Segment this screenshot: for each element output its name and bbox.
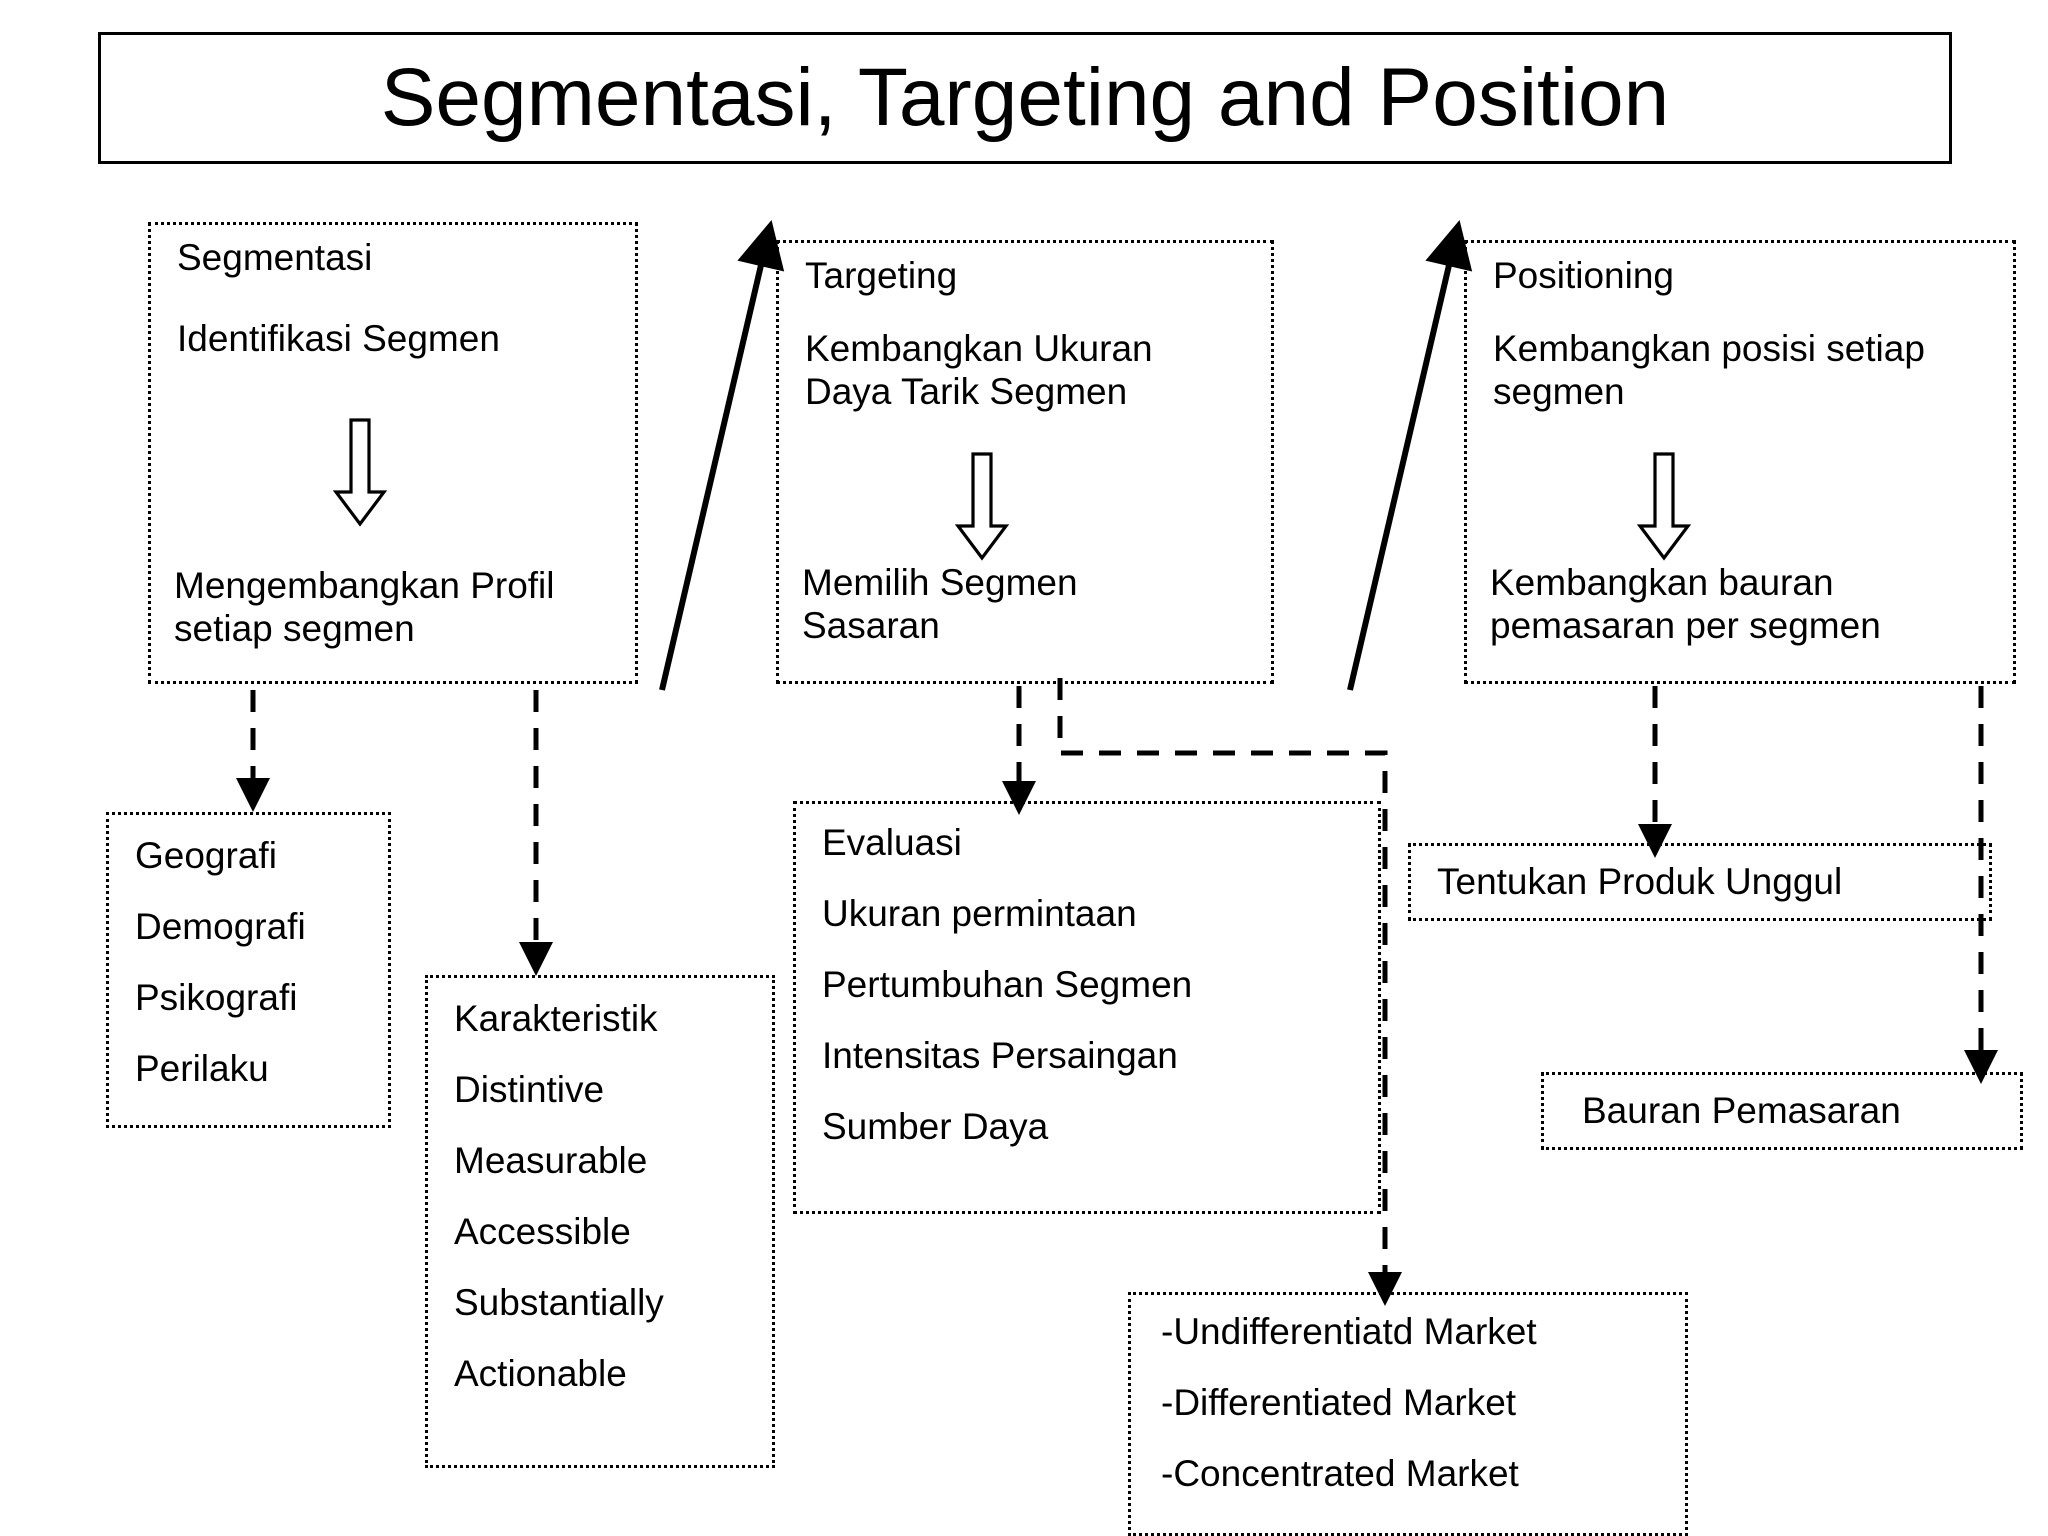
produk-unggul-box: Tentukan Produk Unggul: [1408, 843, 1992, 921]
targeting-memilih-text: Memilih Segmen Sasaran: [802, 562, 1272, 648]
evaluasi-box: Evaluasi Ukuran permintaan Pertumbuhan S…: [793, 801, 1381, 1214]
list-item: -Differentiated Market: [1161, 1382, 1517, 1423]
segmentasi-heading: Segmentasi: [177, 237, 373, 278]
segmentasi-profile-text: Mengembangkan Profil setiap segmen: [174, 565, 644, 651]
positioning-line-posisi-1: Kembangkan posisi setiap: [1493, 328, 1925, 369]
karakteristik-box: Karakteristik Distintive Measurable Acce…: [425, 975, 775, 1468]
targeting-line-ukuran-2: Daya Tarik Segmen: [805, 370, 1128, 412]
page-title: Segmentasi, Targeting and Position: [380, 52, 1670, 143]
list-item: Distintive: [454, 1069, 605, 1110]
targeting-line-memilih-1: Memilih Segmen: [802, 562, 1078, 603]
segmentasi-box: Segmentasi Identifikasi Segmen: [148, 222, 638, 684]
list-item: Accessible: [454, 1211, 631, 1252]
segmentation-basis-box: Geografi Demografi Psikografi Perilaku: [106, 812, 391, 1128]
list-item: Evaluasi: [822, 822, 962, 863]
positioning-bauran-text: Kembangkan bauran pemasaran per segmen: [1490, 562, 2020, 648]
block-down-arrow-icon: [954, 452, 1010, 561]
targeting-heading: Targeting: [805, 255, 958, 296]
block-down-arrow-icon: [1636, 452, 1692, 561]
list-item: Psikografi: [135, 977, 298, 1018]
targeting-line-ukuran-1: Kembangkan Ukuran: [805, 328, 1153, 369]
produk-unggul-label: Tentukan Produk Unggul: [1437, 861, 1843, 902]
list-item: Actionable: [454, 1353, 627, 1394]
market-strategies-box: -Undifferentiatd Market -Differentiated …: [1128, 1292, 1688, 1536]
segmentasi-line-profil-2: setiap segmen: [174, 607, 415, 649]
targeting-box: Targeting Kembangkan Ukuran Daya Tarik S…: [776, 240, 1274, 684]
block-down-arrow-icon: [332, 418, 388, 527]
positioning-box: Positioning Kembangkan posisi setiap seg…: [1464, 240, 2016, 684]
list-item: Karakteristik: [454, 998, 658, 1039]
segmentasi-line-profil-1: Mengembangkan Profil: [174, 565, 555, 606]
list-item: Substantially: [454, 1282, 664, 1323]
bauran-pemasaran-box: Bauran Pemasaran: [1541, 1072, 2023, 1150]
list-item: Intensitas Persaingan: [822, 1035, 1178, 1076]
list-item: Geografi: [135, 835, 277, 876]
positioning-line-posisi-2: segmen: [1493, 370, 1625, 412]
list-item: Sumber Daya: [822, 1106, 1049, 1147]
list-item: Pertumbuhan Segmen: [822, 964, 1193, 1005]
bauran-pemasaran-label: Bauran Pemasaran: [1582, 1090, 1901, 1131]
list-item: Perilaku: [135, 1048, 269, 1089]
segmentasi-line-identifikasi: Identifikasi Segmen: [177, 318, 500, 359]
positioning-heading: Positioning: [1493, 255, 1675, 296]
title-box: Segmentasi, Targeting and Position: [98, 32, 1952, 164]
list-item: -Concentrated Market: [1161, 1453, 1519, 1494]
positioning-line-bauran-1: Kembangkan bauran: [1490, 562, 1834, 603]
list-item: Demografi: [135, 906, 306, 947]
flow-arrow-targeting-to-positioning: [1347, 219, 1473, 691]
targeting-line-memilih-2: Sasaran: [802, 604, 940, 646]
positioning-line-bauran-2: pemasaran per segmen: [1490, 604, 1881, 646]
flow-arrow-segmentasi-to-targeting: [659, 219, 785, 691]
list-item: Ukuran permintaan: [822, 893, 1137, 934]
list-item: -Undifferentiatd Market: [1161, 1311, 1537, 1352]
list-item: Measurable: [454, 1140, 648, 1181]
